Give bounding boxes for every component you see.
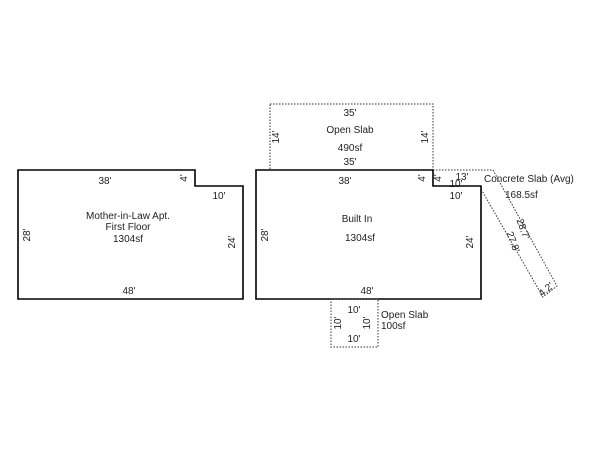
- concrete-name: Concrete Slab (Avg): [484, 174, 574, 185]
- apt-name-line1: Mother-in-Law Apt.: [86, 211, 170, 222]
- apt-name-line2: First Floor: [106, 222, 152, 233]
- apt-notch-h-dim: 10': [212, 191, 225, 202]
- slab2-top-dim: 10': [347, 305, 360, 316]
- open-slab-bottom-outline: [330, 298, 379, 348]
- slab-top-name: Open Slab: [326, 125, 374, 136]
- slab2-right-dim: 10': [362, 316, 373, 329]
- concrete-inner-h-dim: 10': [449, 179, 462, 190]
- slab-right-dim: 14': [420, 130, 431, 143]
- main-notch-h-dim: 10': [449, 191, 462, 202]
- main-building-outline: [255, 169, 482, 300]
- slab2-bottom-dim: 10': [347, 334, 360, 345]
- main-name: Built In: [342, 214, 373, 225]
- concrete-area: 168.5sf: [505, 190, 538, 201]
- concrete-inner-v-dim: 4': [433, 174, 444, 182]
- slab-top-dim: 35': [343, 108, 356, 119]
- apt-notch-v-dim: 4': [179, 174, 190, 182]
- apt-top-dim: 38': [98, 176, 111, 187]
- main-area: 1304sf: [345, 233, 375, 244]
- main-right-dim: 24': [465, 235, 476, 248]
- slab-bottom-dim: 35': [343, 157, 356, 168]
- apartment-outline: [17, 169, 244, 300]
- main-bottom-dim: 48': [360, 286, 373, 297]
- main-notch-v-dim: 4': [417, 174, 428, 182]
- concrete-slab-outline: [432, 169, 558, 298]
- apt-right-dim: 24': [227, 235, 238, 248]
- main-left-dim: 28': [260, 228, 271, 241]
- slab2-name: Open Slab: [381, 310, 429, 321]
- concrete-end-dim: 4.2': [537, 281, 556, 300]
- concrete-top-dim: 13': [455, 172, 468, 183]
- slab-top-area: 490sf: [338, 143, 363, 154]
- apt-left-dim: 28': [22, 228, 33, 241]
- slab2-left-dim: 10': [333, 316, 344, 329]
- apt-bottom-dim: 48': [122, 286, 135, 297]
- apt-area: 1304sf: [113, 234, 143, 245]
- slab2-area: 100sf: [381, 321, 406, 332]
- slab-left-dim: 14': [271, 130, 282, 143]
- main-top-dim: 38': [338, 176, 351, 187]
